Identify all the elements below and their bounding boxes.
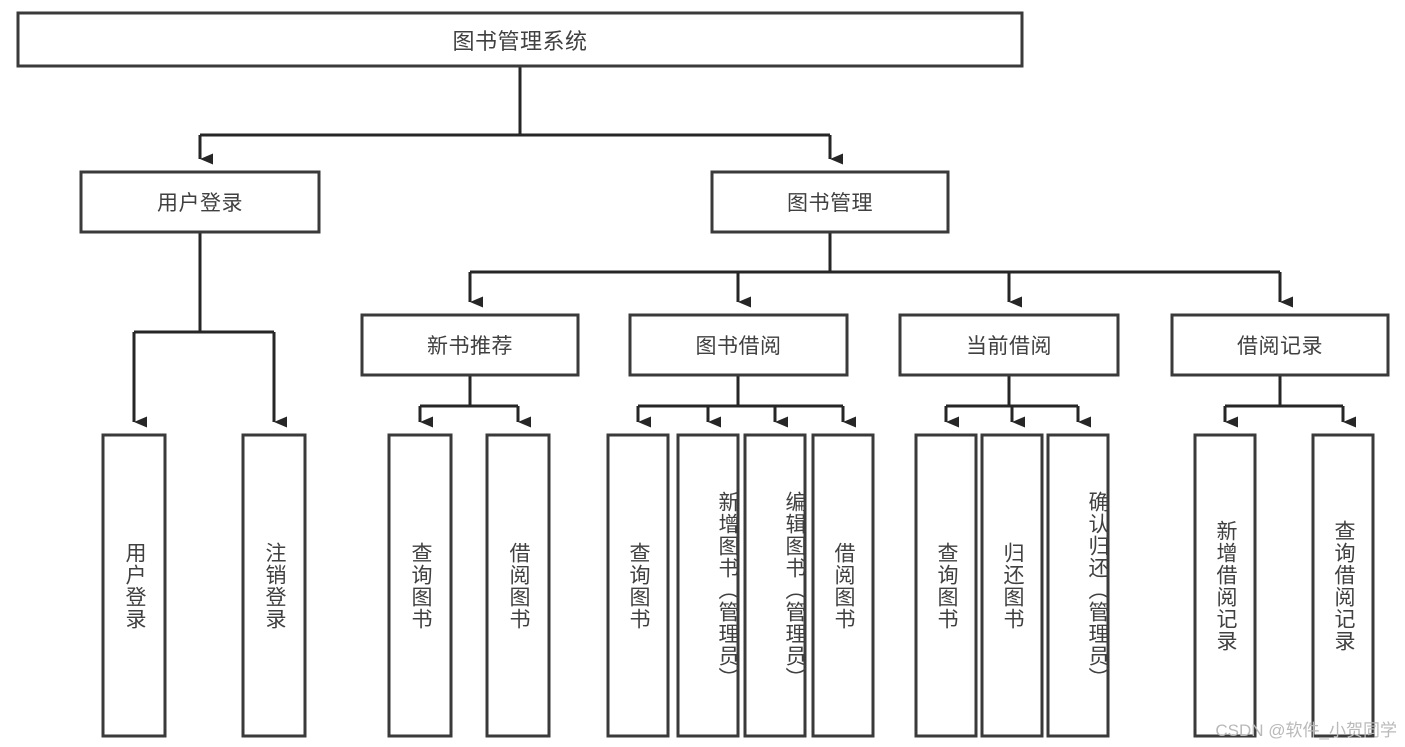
node-box-book-manage[interactable] (710, 170, 950, 234)
node-box-leaf-confirm-return[interactable] (1046, 433, 1110, 738)
node-box-root[interactable] (16, 11, 1024, 68)
node-box-new-book-rec[interactable] (360, 313, 580, 377)
node-box-leaf-add-book[interactable] (676, 433, 740, 738)
node-box-leaf-edit-book[interactable] (743, 433, 807, 738)
node-box-leaf-query-book-c[interactable] (914, 433, 978, 738)
node-box-leaf-logout[interactable] (241, 433, 307, 738)
node-box-leaf-borrow-book-a[interactable] (485, 433, 551, 738)
node-box-leaf-query-record[interactable] (1311, 433, 1375, 738)
node-box-current-borrow[interactable] (898, 313, 1120, 377)
node-box-borrow-records[interactable] (1170, 313, 1390, 377)
node-box-book-borrow[interactable] (628, 313, 849, 377)
connector-group-user-login (132, 232, 287, 428)
node-box-leaf-query-book-a[interactable] (387, 433, 453, 738)
node-box-leaf-query-book-b[interactable] (606, 433, 670, 738)
connector-group-book-manage (468, 232, 1293, 308)
node-box-leaf-user-login[interactable] (101, 433, 167, 738)
connector-group-root (198, 66, 843, 165)
connector-group-records (1223, 375, 1356, 428)
connector-group-borrow (636, 375, 856, 428)
connector-group-current-borrow (944, 375, 1091, 428)
node-box-user-login[interactable] (79, 170, 321, 234)
connector-group-new-book (418, 375, 531, 428)
node-box-leaf-return-book[interactable] (980, 433, 1044, 738)
node-box-leaf-borrow-book-b[interactable] (811, 433, 875, 738)
node-box-leaf-add-record[interactable] (1193, 433, 1257, 738)
